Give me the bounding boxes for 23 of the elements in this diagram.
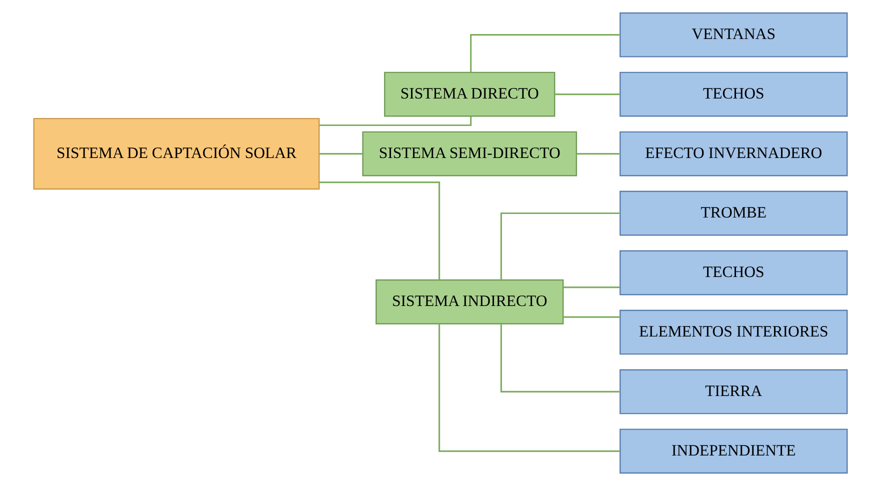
connector xyxy=(576,153,620,155)
connector xyxy=(438,324,620,452)
node-box: EFECTO INVERNADERO xyxy=(619,131,848,176)
node-box: TECHOS xyxy=(619,250,848,296)
connector xyxy=(318,116,472,126)
connector xyxy=(562,286,620,288)
node-box: TECHOS xyxy=(619,72,848,117)
connector xyxy=(562,316,620,318)
node-box: TROMBE xyxy=(619,190,848,236)
node-box: ELEMENTOS INTERIORES xyxy=(619,310,848,355)
connector xyxy=(500,212,620,280)
node-box: TIERRA xyxy=(619,369,848,414)
connector xyxy=(318,182,440,280)
connector xyxy=(554,94,620,96)
node-box: SISTEMA DE CAPTACIÓN SOLAR xyxy=(32,118,320,190)
node-box: INDEPENDIENTE xyxy=(619,428,848,474)
node-box: SISTEMA SEMI-DIRECTO xyxy=(362,131,577,176)
connector xyxy=(470,34,620,72)
node-box: VENTANAS xyxy=(619,12,848,58)
connector xyxy=(500,324,620,392)
node-box: SISTEMA INDIRECTO xyxy=(375,279,564,324)
node-box: SISTEMA DIRECTO xyxy=(384,72,555,117)
connector xyxy=(318,153,362,155)
